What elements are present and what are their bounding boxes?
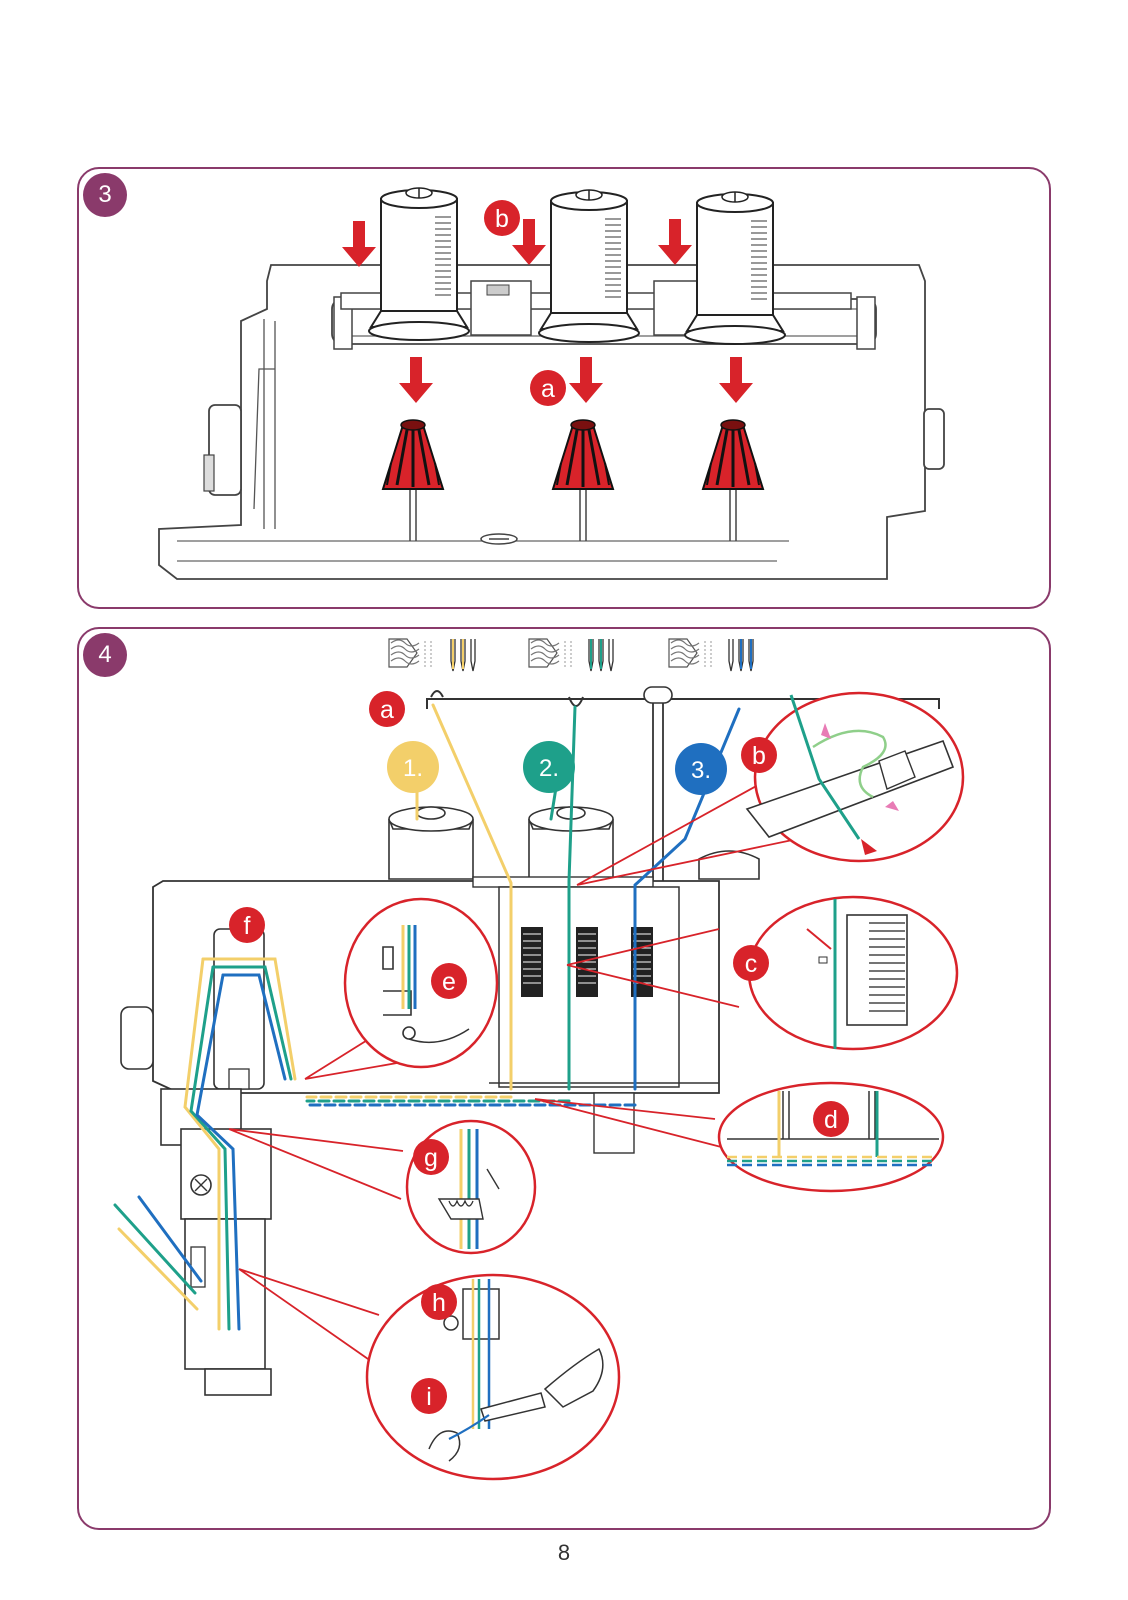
svg-text:a: a: [541, 375, 555, 403]
callout-f: f: [229, 907, 265, 943]
svg-text:b: b: [752, 742, 766, 770]
svg-text:b: b: [495, 205, 509, 233]
detail-c: c: [733, 895, 959, 1051]
detail-b: b: [741, 691, 965, 863]
detail-d: d: [717, 1081, 945, 1193]
svg-text:e: e: [442, 968, 456, 996]
callout-b: b: [484, 200, 520, 236]
svg-text:i: i: [426, 1383, 432, 1411]
svg-text:f: f: [244, 912, 251, 940]
step-4-panel: 4: [77, 627, 1051, 1530]
callout-a: a: [530, 370, 566, 406]
step-3-illustration: b a: [158, 187, 945, 580]
svg-text:c: c: [745, 950, 758, 978]
svg-text:h: h: [432, 1289, 446, 1317]
thread-order-3: 3.: [675, 743, 727, 795]
detail-e: e: [343, 897, 499, 1069]
page-number: 8: [557, 1540, 571, 1565]
svg-text:2.: 2.: [539, 755, 559, 782]
callout-a: a: [369, 691, 405, 727]
step-3-panel: 3: [77, 167, 1051, 609]
svg-text:a: a: [380, 696, 394, 724]
svg-text:3.: 3.: [691, 757, 711, 784]
svg-text:1.: 1.: [403, 755, 423, 782]
stitch-threading-icons: [388, 638, 754, 672]
svg-text:d: d: [824, 1106, 838, 1134]
thread-order-1: 1.: [387, 741, 439, 793]
thread-order-2: 2.: [523, 741, 575, 793]
step-number-badge: 3: [83, 173, 127, 217]
step-4-illustration: b c d: [113, 638, 965, 1481]
svg-text:g: g: [424, 1144, 438, 1172]
step-number-badge: 4: [83, 633, 127, 677]
detail-g: g: [405, 1119, 537, 1255]
detail-h-i: h i: [365, 1273, 621, 1481]
